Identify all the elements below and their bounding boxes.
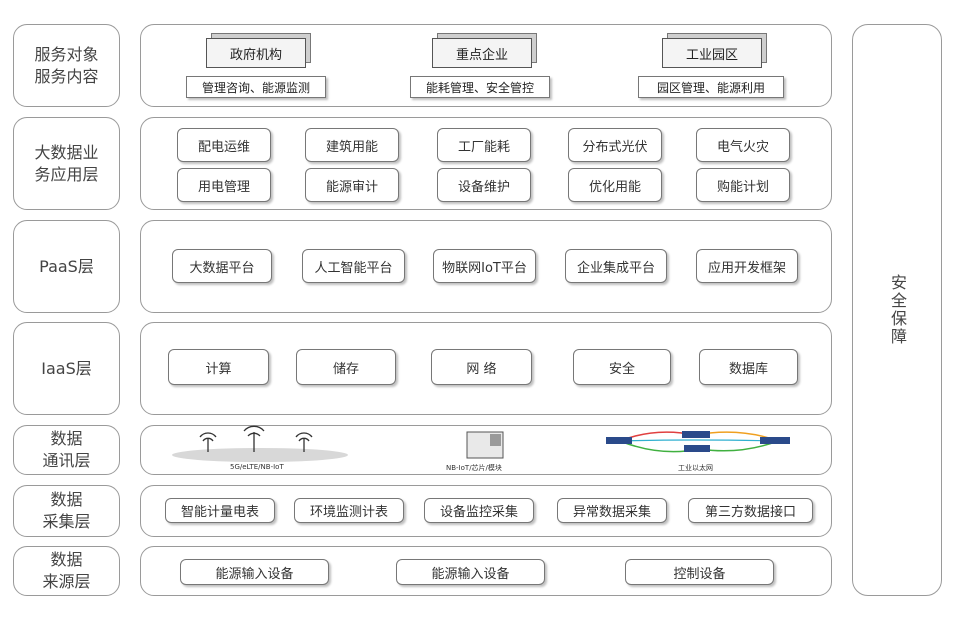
bigdata-item: 建筑用能	[305, 128, 399, 162]
iaas-item: 储存	[296, 349, 396, 385]
label-source-text: 数据 来源层	[42, 550, 91, 591]
label-paas-text: PaaS层	[39, 256, 94, 276]
service-object-desc: 管理咨询、能源监测	[186, 76, 326, 98]
security-text: 安全保障	[888, 274, 907, 346]
bigdata-item: 设备维护	[437, 168, 531, 202]
collect-item: 智能计量电表	[165, 498, 275, 523]
label-service-object: 服务对象 服务内容	[13, 24, 120, 107]
label-comm-text: 数据 通讯层	[42, 429, 91, 470]
bigdata-item: 电气火灾	[696, 128, 790, 162]
comm-caption: NB-IoT/芯片/模块	[446, 464, 502, 472]
label-collect-text: 数据 采集层	[42, 490, 91, 531]
bigdata-item: 配电运维	[177, 128, 271, 162]
label-iaas-text: IaaS层	[41, 358, 92, 378]
antenna-tower-icon	[199, 425, 313, 452]
service-object-title: 重点企业	[432, 38, 532, 68]
switch-icon	[682, 431, 710, 438]
bigdata-item: 用电管理	[177, 168, 271, 202]
service-object-title: 政府机构	[206, 38, 306, 68]
label-source: 数据 来源层	[13, 546, 120, 596]
source-item: 能源输入设备	[396, 559, 545, 585]
paas-item: 应用开发框架	[696, 249, 798, 283]
source-item: 能源输入设备	[180, 559, 329, 585]
iaas-item: 网 络	[431, 349, 532, 385]
bigdata-item: 能源审计	[305, 168, 399, 202]
label-paas: PaaS层	[13, 220, 120, 313]
label-comm: 数据 通讯层	[13, 425, 120, 475]
label-bigdata: 大数据业 务应用层	[13, 117, 120, 210]
service-object-desc: 园区管理、能源利用	[638, 76, 784, 98]
bigdata-item: 优化用能	[568, 168, 662, 202]
collect-item: 设备监控采集	[424, 498, 534, 523]
collect-item: 第三方数据接口	[688, 498, 813, 523]
iot-module-icon	[466, 431, 504, 459]
module-inner	[490, 434, 501, 446]
bigdata-item: 工厂能耗	[437, 128, 531, 162]
ethernet-network-icon	[606, 431, 790, 453]
iaas-item: 数据库	[699, 349, 798, 385]
link-cyan	[619, 439, 779, 442]
bigdata-item: 分布式光伏	[568, 128, 662, 162]
service-object-title: 工业园区	[662, 38, 762, 68]
switch-icon	[606, 437, 632, 444]
label-bigdata-text: 大数据业 务应用层	[34, 142, 99, 184]
paas-item: 大数据平台	[172, 249, 272, 283]
bigdata-item: 购能计划	[696, 168, 790, 202]
security-column: 安全保障	[852, 24, 942, 596]
paas-item: 物联网IoT平台	[433, 249, 536, 283]
antenna-base-ellipse	[172, 448, 348, 462]
service-object-desc: 能耗管理、安全管控	[410, 76, 550, 98]
collect-item: 异常数据采集	[557, 498, 667, 523]
comm-caption: 工业以太网	[678, 464, 713, 472]
iaas-item: 计算	[168, 349, 269, 385]
comm-caption: 5G/eLTE/NB-IoT	[230, 463, 284, 471]
switch-icon	[684, 445, 710, 452]
label-collect: 数据 采集层	[13, 485, 120, 537]
label-iaas: IaaS层	[13, 322, 120, 415]
collect-item: 环境监测计表	[294, 498, 404, 523]
paas-item: 企业集成平台	[565, 249, 667, 283]
paas-item: 人工智能平台	[302, 249, 405, 283]
iaas-item: 安全	[573, 349, 671, 385]
source-item: 控制设备	[625, 559, 774, 585]
label-service-object-text: 服务对象 服务内容	[34, 44, 99, 86]
wireless-antenna-icon	[172, 425, 348, 462]
switch-icon	[760, 437, 790, 444]
